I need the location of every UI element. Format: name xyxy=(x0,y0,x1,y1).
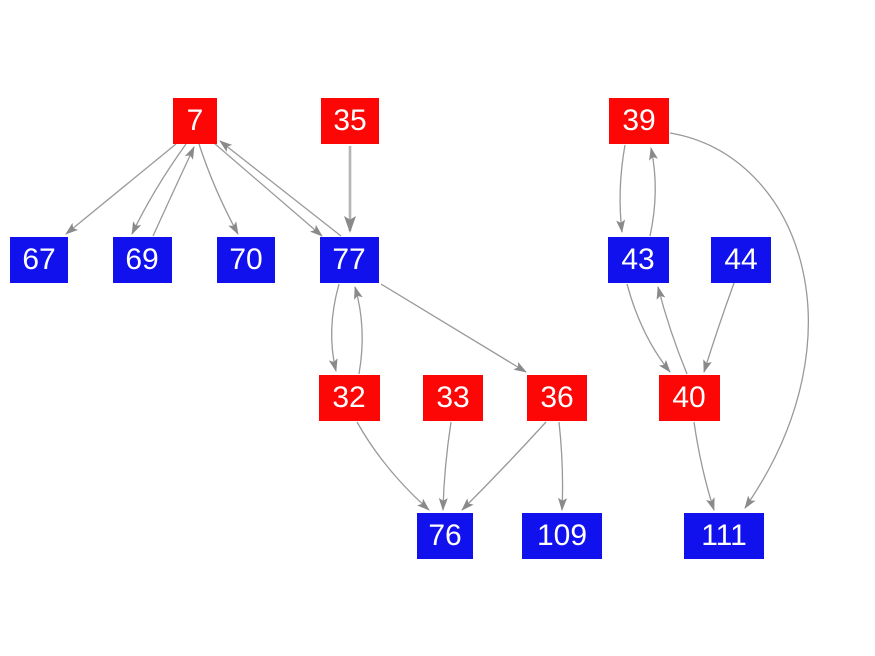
graph-node-35: 35 xyxy=(321,98,379,144)
graph-node-43: 43 xyxy=(607,237,669,283)
edge-7-to-69 xyxy=(131,143,187,235)
graph-node-77: 77 xyxy=(319,237,379,283)
edge-36-to-109 xyxy=(558,421,568,511)
edge-77-to-7 xyxy=(219,140,342,237)
edge-32-to-77 xyxy=(354,286,363,375)
graph-node-69: 69 xyxy=(112,237,172,283)
edge-69-to-7 xyxy=(152,146,195,237)
graph-node-39: 39 xyxy=(609,98,669,144)
graph-node-7: 7 xyxy=(173,98,217,144)
edge-44-to-40 xyxy=(703,282,735,373)
edge-33-to-76 xyxy=(438,421,452,511)
edge-43-to-39 xyxy=(649,147,658,237)
edge-7-to-67 xyxy=(65,143,177,235)
edge-40-to-43 xyxy=(656,286,688,375)
graph-node-32: 32 xyxy=(318,375,380,421)
edge-43-to-40 xyxy=(626,283,671,373)
edge-7-to-77 xyxy=(213,142,323,237)
edge-group xyxy=(65,132,809,511)
edge-39-to-43 xyxy=(616,144,626,233)
edge-7-to-70 xyxy=(198,143,239,235)
graph-node-67: 67 xyxy=(10,237,68,283)
graph-node-76: 76 xyxy=(417,513,473,559)
edge-36-to-76 xyxy=(461,421,547,511)
edge-77-to-32 xyxy=(328,283,340,372)
graph-node-40: 40 xyxy=(658,375,720,421)
edge-39-to-111 xyxy=(669,132,809,509)
graph-node-44: 44 xyxy=(711,237,771,283)
graph-node-111: 111 xyxy=(684,513,764,559)
edge-40-to-111 xyxy=(693,421,715,511)
edge-32-to-76 xyxy=(356,421,430,511)
graph-node-70: 70 xyxy=(217,237,275,283)
edge-77-to-36 xyxy=(380,283,527,373)
graph-node-36: 36 xyxy=(527,375,587,421)
graph-node-109: 109 xyxy=(522,513,602,559)
graph-node-33: 33 xyxy=(423,375,483,421)
